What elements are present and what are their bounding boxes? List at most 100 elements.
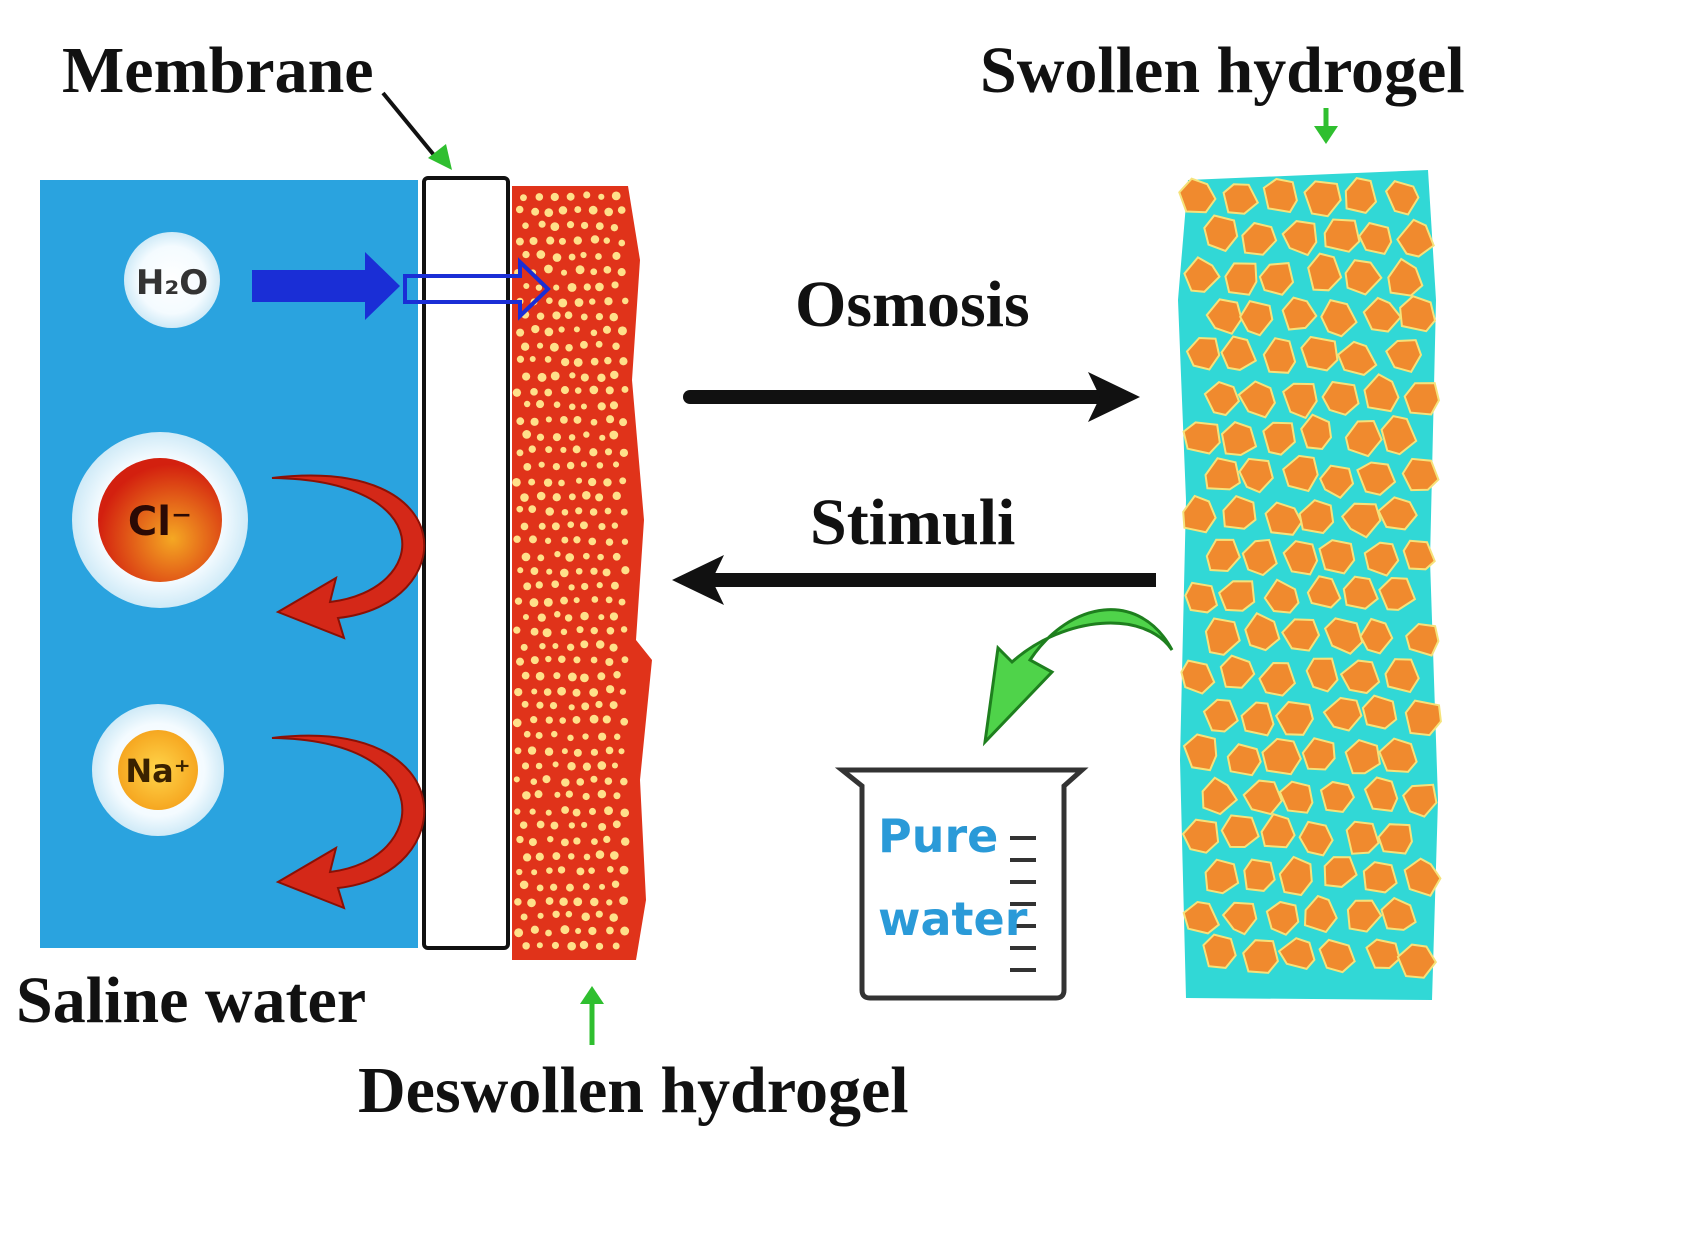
hydrogel-cell — [1278, 780, 1314, 814]
hydrogel-particle — [520, 342, 530, 351]
hydrogel-particle — [521, 762, 530, 770]
hydrogel-cell — [1342, 575, 1379, 610]
hydrogel-particle — [595, 910, 603, 918]
hydrogel-particle — [543, 478, 553, 487]
hydrogel-particle — [580, 313, 588, 321]
hydrogel-particle — [576, 867, 585, 876]
hydrogel-particle — [620, 808, 630, 818]
hydrogel-particle — [588, 867, 595, 874]
hydrogel-particle — [589, 298, 596, 305]
hydrogel-particle — [617, 206, 626, 214]
hydrogel-cell — [1396, 218, 1435, 258]
hydrogel-cell — [1203, 214, 1239, 253]
hydrogel-cell — [1356, 461, 1397, 496]
hydrogel-particle — [619, 688, 627, 695]
hydrogel-particle — [580, 373, 589, 382]
hydrogel-particle — [520, 913, 528, 921]
hydrogel-cell — [1180, 659, 1216, 695]
hydrogel-particle — [560, 446, 567, 453]
hydrogel-cell — [1205, 298, 1243, 335]
hydrogel-particle — [619, 357, 628, 366]
hydrogel-particle — [609, 643, 618, 652]
hydrogel-particle — [598, 822, 607, 831]
hydrogel-particle — [598, 614, 605, 621]
hydrogel-particle — [566, 461, 575, 470]
hydrogel-cell — [1340, 502, 1382, 539]
hydrogel-cell — [1339, 659, 1381, 695]
hydrogel-particle — [580, 640, 589, 649]
hydrogel-cell — [1182, 733, 1218, 772]
hydrogel-cell — [1222, 495, 1257, 530]
hydrogel-particle — [560, 416, 568, 424]
hydrogel-particle — [558, 479, 565, 487]
hydrogel-particle — [567, 521, 575, 528]
hydrogel-particle — [535, 193, 544, 201]
hydrogel-particle — [552, 433, 562, 442]
hydrogel-particle — [575, 477, 583, 484]
hydrogel-particle — [538, 461, 545, 468]
hydrogel-particle — [536, 884, 544, 892]
hydrogel-particle — [606, 626, 615, 635]
hydrogel-particle — [520, 643, 528, 651]
hydrogel-particle — [588, 926, 597, 936]
hydrogel-particle — [568, 584, 575, 591]
hydrogel-cell — [1274, 700, 1314, 736]
hydrogel-particle — [617, 326, 627, 336]
hydrogel-particle — [618, 748, 625, 755]
hydrogel-particle — [583, 431, 590, 438]
hydrogel-particle — [613, 733, 621, 740]
hydrogel-particle — [603, 478, 612, 487]
hydrogel-particle — [534, 790, 543, 799]
hydrogel-particle — [573, 326, 580, 333]
hydrogel-particle — [603, 237, 611, 244]
hydrogel-particle — [590, 656, 598, 664]
hydrogel-particle — [582, 762, 592, 771]
hydrogel-particle — [568, 853, 575, 860]
hydrogel-particle — [522, 250, 530, 259]
hydrogel-particle — [549, 342, 559, 352]
hydrogel-cell — [1323, 617, 1364, 655]
hydrogel-particle — [552, 643, 559, 650]
hydrogel-particle — [611, 191, 621, 201]
hydrogel-particle — [520, 493, 529, 502]
hydrogel-particle — [583, 191, 591, 199]
hydrogel-cell — [1344, 738, 1381, 775]
hydrogel-particle — [545, 929, 552, 937]
hydrogel-particle — [611, 281, 619, 289]
hydrogel-cell — [1405, 622, 1440, 657]
hydrogel-particle — [514, 898, 522, 906]
hydrogel-particle — [573, 536, 581, 544]
hydrogel-particle — [538, 220, 546, 228]
hydrogel-cell — [1218, 580, 1256, 612]
stimuli-label: Stimuli — [810, 486, 1016, 559]
hydrogel-particle — [604, 207, 614, 217]
hydrogel-particle — [546, 867, 553, 874]
hydrogel-cell — [1363, 541, 1400, 577]
hydrogel-particle — [597, 402, 606, 411]
hydrogel-particle — [588, 537, 597, 546]
hydrogel-particle — [621, 297, 629, 305]
hydrogel-particle — [595, 253, 602, 260]
hydrogel-particle — [521, 671, 530, 680]
hydrogel-particle — [580, 611, 589, 621]
hydrogel-cell — [1300, 413, 1333, 451]
hydrogel-particle — [513, 626, 521, 634]
hydrogel-particle — [580, 340, 588, 349]
hydrogel-particle — [589, 688, 599, 697]
hydrogel-particle — [603, 265, 612, 274]
hydrogel-cell — [1261, 737, 1302, 776]
hydrogel-particle — [513, 776, 520, 783]
hydrogel-particle — [595, 850, 605, 859]
hydrogel-particle — [535, 284, 543, 291]
hydrogel-particle — [527, 898, 536, 908]
hydrogel-particle — [514, 928, 524, 938]
hydrogel-particle — [603, 835, 611, 844]
hydrogel-cell — [1185, 336, 1221, 371]
hydrogel-particle — [620, 926, 630, 936]
hydrogel-particle — [535, 671, 545, 681]
hydrogel-particle — [595, 312, 604, 321]
hydrogel-cell — [1204, 457, 1242, 491]
hydrogel-particle — [590, 418, 598, 426]
hydrogel-particle — [610, 581, 619, 590]
hydrogel-cell — [1242, 939, 1279, 974]
